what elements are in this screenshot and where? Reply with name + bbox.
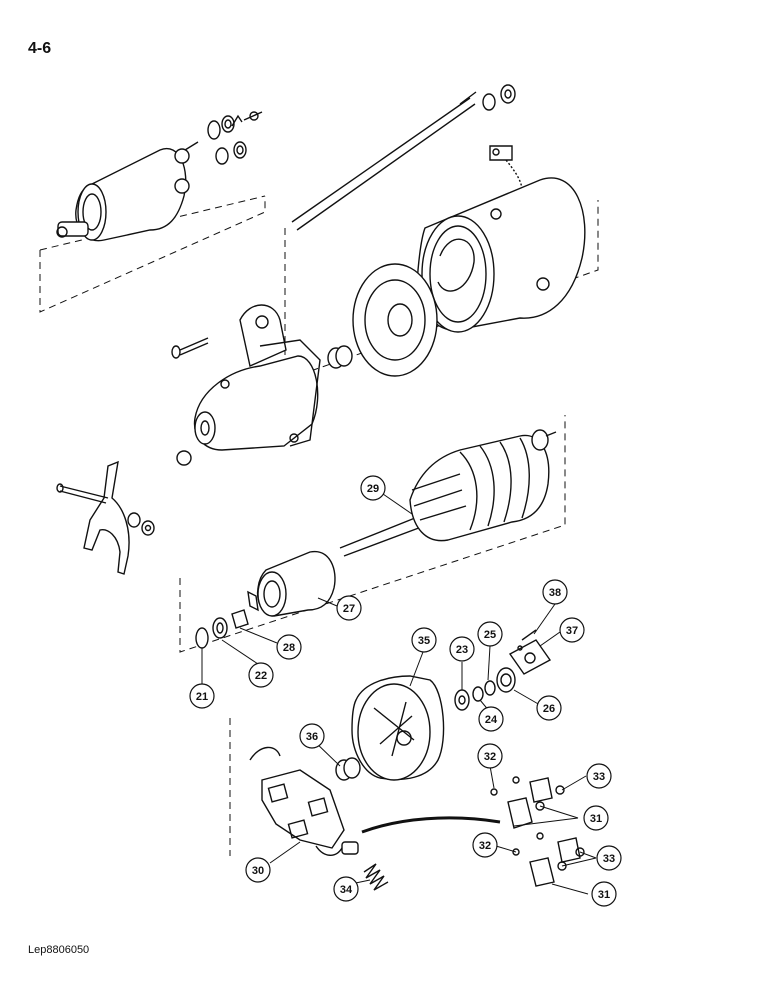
document-code: Lep8806050: [28, 944, 90, 956]
callout-23: 23: [456, 644, 468, 656]
callout-30: 30: [252, 865, 264, 877]
callout-36: 36: [306, 731, 318, 743]
pinion-stop-parts: [195, 609, 249, 649]
bushing-lower: [335, 757, 361, 781]
callout-31-lower: 31: [598, 889, 610, 901]
callout-35: 35: [418, 635, 430, 647]
end-plate: [352, 263, 438, 377]
brush-set-upper: [490, 776, 565, 829]
through-bolt: [291, 84, 516, 231]
solenoid-washers: [207, 111, 263, 165]
end-plate-small: [508, 629, 552, 675]
page-number: 4-6: [28, 40, 52, 57]
solenoid: [56, 141, 199, 242]
callout-22: 22: [255, 670, 267, 682]
callout-34: 34: [340, 884, 353, 896]
callout-circles: [189, 475, 622, 907]
callout-33-lower: 33: [603, 853, 615, 865]
housing-screw: [171, 337, 209, 359]
callout-37: 37: [566, 625, 578, 637]
callout-27: 27: [343, 603, 355, 615]
end-cap: [351, 675, 445, 781]
leader-lines: [201, 493, 597, 895]
callout-29: 29: [367, 483, 379, 495]
shaft-washers: [454, 667, 516, 711]
callout-32-lower: 32: [479, 840, 491, 852]
armature: [339, 429, 557, 557]
callout-33-upper: 33: [593, 771, 605, 783]
callout-21: 21: [196, 691, 208, 703]
callout-31-upper: 31: [590, 813, 602, 825]
callout-32-upper: 32: [484, 751, 496, 763]
callout-24: 24: [485, 714, 498, 726]
callout-25: 25: [484, 629, 496, 641]
callout-28: 28: [283, 642, 295, 654]
brush-set-lower: [512, 832, 585, 887]
bushing-upper: [327, 345, 353, 369]
pinion-drive: [247, 550, 336, 617]
field-frame-housing: [417, 145, 586, 333]
shift-fork: [56, 460, 155, 575]
callout-38: 38: [549, 587, 561, 599]
brush-spring: [363, 863, 389, 891]
drive-end-housing: [176, 304, 321, 466]
callout-26: 26: [543, 703, 555, 715]
brush-curve: [361, 816, 501, 834]
brush-holder-plate: [249, 746, 359, 856]
